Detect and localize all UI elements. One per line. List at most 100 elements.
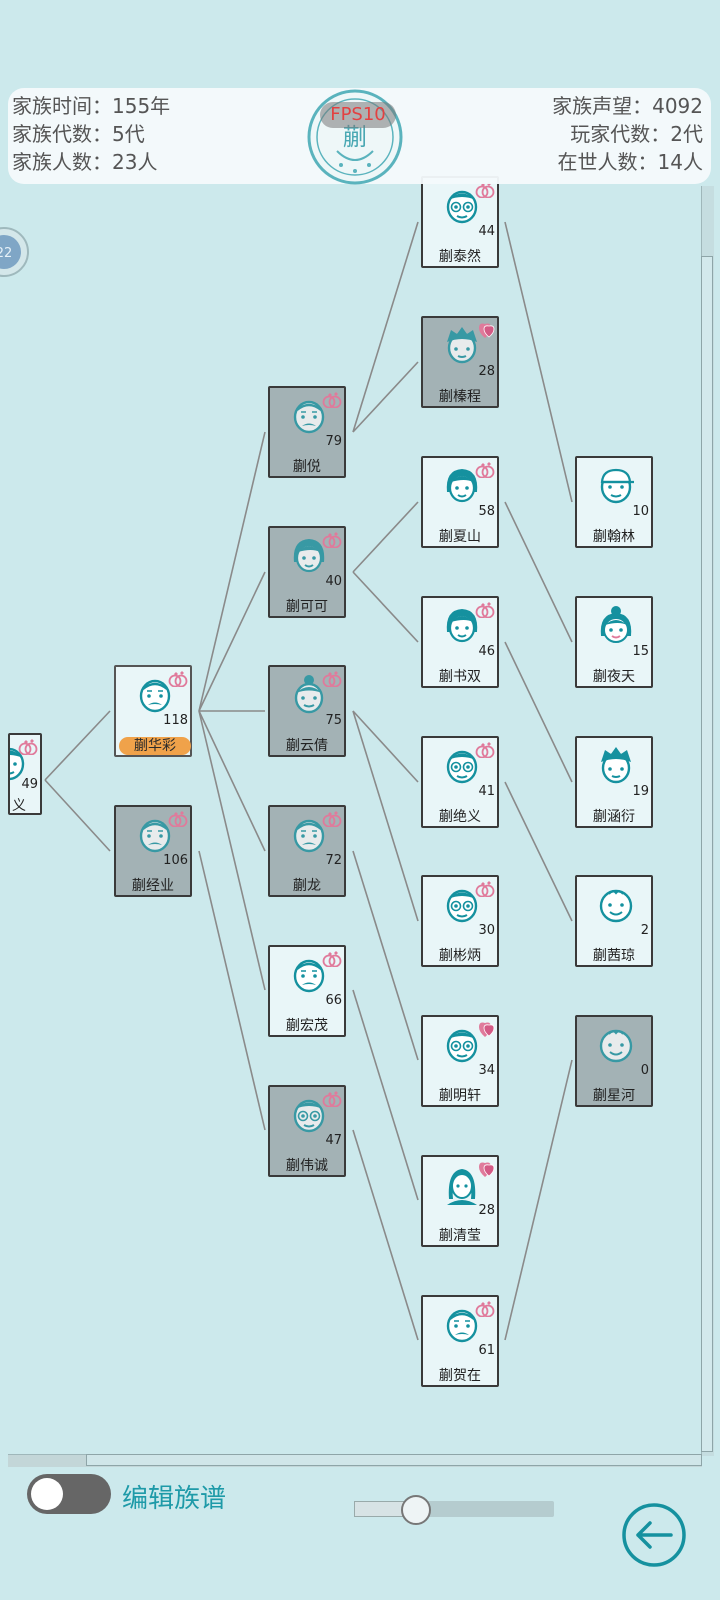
member-age: 46 [478, 644, 495, 659]
member-age: 0 [640, 1063, 649, 1078]
player-name-tag: 蒯华彩 [119, 737, 191, 755]
member-card-huacai[interactable]: 118 蒯华彩 [114, 665, 192, 757]
member-name: 蒯伟诚 [286, 1158, 328, 1174]
family-generations: 家族代数：5代 [12, 122, 145, 146]
wedding-rings-icon [322, 1090, 342, 1107]
zoom-slider-handle[interactable] [401, 1495, 431, 1525]
wedding-rings-icon [322, 391, 342, 408]
member-card-tui[interactable]: 79 蒯侻 [268, 386, 346, 478]
member-name: 蒯侻 [293, 459, 321, 475]
member-name: 蒯贺在 [439, 1368, 481, 1384]
wedding-rings-icon [475, 461, 495, 478]
wedding-rings-icon [322, 810, 342, 827]
member-card-hanyan[interactable]: 19 蒯涵衍 [575, 736, 653, 828]
wedding-rings-icon [475, 741, 495, 758]
hearts-icon [478, 323, 495, 338]
hearts-icon [478, 1162, 495, 1177]
member-card-xinghe[interactable]: 0 蒯星河 [575, 1015, 653, 1107]
member-name: 蒯夜天 [593, 669, 635, 685]
vertical-scrollbar-thumb[interactable] [701, 256, 713, 1452]
member-name: 蒯彬炳 [439, 948, 481, 964]
arrow-left-icon [636, 1521, 673, 1549]
young-man-portrait-icon [599, 746, 633, 784]
member-name: 义 [12, 798, 26, 814]
boy-cap-portrait-icon [597, 466, 635, 506]
wedding-rings-icon [475, 601, 495, 618]
horizontal-scrollbar-thumb[interactable] [86, 1454, 702, 1466]
wedding-rings-icon [18, 738, 38, 755]
member-card-binbing[interactable]: 30 蒯彬炳 [421, 875, 499, 967]
member-card-hongmao[interactable]: 66 蒯宏茂 [268, 945, 346, 1037]
member-name: 蒯茜琼 [593, 948, 635, 964]
left-badge-text: 22 [0, 246, 12, 261]
member-name: 蒯榛程 [439, 389, 481, 405]
member-name: 蒯泰然 [439, 249, 481, 265]
living-members: 在世人数：14人 [557, 150, 703, 174]
wedding-rings-icon [322, 670, 342, 687]
member-age: 72 [325, 853, 342, 868]
baby-portrait-icon [599, 1029, 633, 1063]
member-card-mingxuan[interactable]: 34 蒯明轩 [421, 1015, 499, 1107]
wedding-rings-icon [168, 670, 188, 687]
wedding-rings-icon [322, 950, 342, 967]
member-age: 2 [640, 923, 649, 938]
member-name: 蒯经业 [132, 878, 174, 894]
member-name: 蒯宏茂 [286, 1018, 328, 1034]
family-members: 家族人数：23人 [12, 150, 158, 174]
member-name: 蒯星河 [593, 1088, 635, 1104]
member-card-keke[interactable]: 40 蒯可可 [268, 526, 346, 618]
member-age: 40 [325, 574, 342, 589]
member-age: 47 [325, 1133, 342, 1148]
family-prestige: 家族声望：4092 [552, 94, 703, 118]
member-card-yunqian[interactable]: 75 蒯云倩 [268, 665, 346, 757]
member-card-xiqiong[interactable]: 2 蒯茜琼 [575, 875, 653, 967]
member-card-hezai[interactable]: 61 蒯贺在 [421, 1295, 499, 1387]
member-name: 蒯云倩 [286, 738, 328, 754]
edit-family-tree-label: 编辑族谱 [122, 1484, 227, 1514]
member-name: 蒯涵衍 [593, 809, 635, 825]
member-age: 58 [478, 504, 495, 519]
family-seal-emblem[interactable]: 蒯 [303, 85, 407, 189]
back-button[interactable] [621, 1502, 687, 1568]
member-age: 79 [325, 434, 342, 449]
fps-counter: FPS10 [320, 102, 396, 128]
member-name: 蒯翰林 [593, 529, 635, 545]
family-time: 家族时间：155年 [12, 94, 171, 118]
member-age: 15 [632, 644, 649, 659]
member-age: 118 [163, 713, 188, 728]
girl-portrait-icon [599, 606, 633, 643]
hearts-icon [478, 1022, 495, 1037]
member-age: 19 [632, 784, 649, 799]
member-card-jueyi[interactable]: 41 蒯绝义 [421, 736, 499, 828]
member-name: 蒯清莹 [439, 1228, 481, 1244]
wedding-rings-icon [322, 531, 342, 548]
edit-family-tree-toggle[interactable] [27, 1474, 111, 1514]
member-name: 蒯绝义 [439, 809, 481, 825]
member-card-yetian[interactable]: 15 蒯夜天 [575, 596, 653, 688]
member-age: 41 [478, 784, 495, 799]
member-age: 66 [325, 993, 342, 1008]
member-age: 61 [478, 1343, 495, 1358]
member-name: 蒯明轩 [439, 1088, 481, 1104]
wedding-rings-icon [475, 1300, 495, 1317]
member-card-zhencheng[interactable]: 28 蒯榛程 [421, 316, 499, 408]
member-card-weicheng[interactable]: 47 蒯伟诚 [268, 1085, 346, 1177]
member-name: 蒯可可 [286, 599, 328, 615]
member-age: 30 [478, 923, 495, 938]
member-age: 34 [478, 1063, 495, 1078]
member-age: 28 [478, 364, 495, 379]
member-name: 蒯龙 [293, 878, 321, 894]
member-card-long[interactable]: 72 蒯龙 [268, 805, 346, 897]
member-age: 75 [325, 713, 342, 728]
baby-portrait-icon [599, 889, 633, 923]
left-edge-badge-button[interactable]: 22 [0, 226, 30, 278]
wedding-rings-icon [475, 880, 495, 897]
toggle-knob [31, 1478, 63, 1510]
